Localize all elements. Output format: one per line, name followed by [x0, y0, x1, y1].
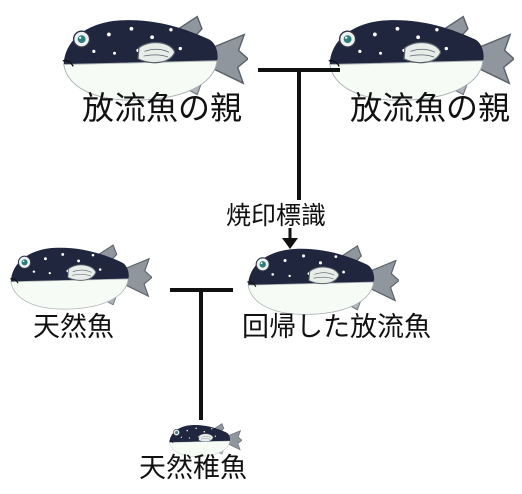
wild-juvenile-fish-icon [168, 423, 242, 457]
brand-arrow-head [282, 238, 298, 249]
wild-fish-icon [9, 244, 152, 310]
returned-fish-label: 回帰した放流魚 [242, 312, 431, 343]
parent-left-label: 放流魚の親 [82, 89, 243, 127]
brand-tag-label: 焼印標識 [226, 201, 327, 230]
parent-left-fish-icon [62, 15, 248, 101]
parent-right-label: 放流魚の親 [350, 89, 511, 127]
returned-fish-icon [246, 245, 399, 316]
wild-fish-label: 天然魚 [33, 312, 114, 343]
wild-juvenile-label: 天然稚魚 [139, 453, 247, 484]
parent-right-fish-icon [328, 15, 514, 101]
